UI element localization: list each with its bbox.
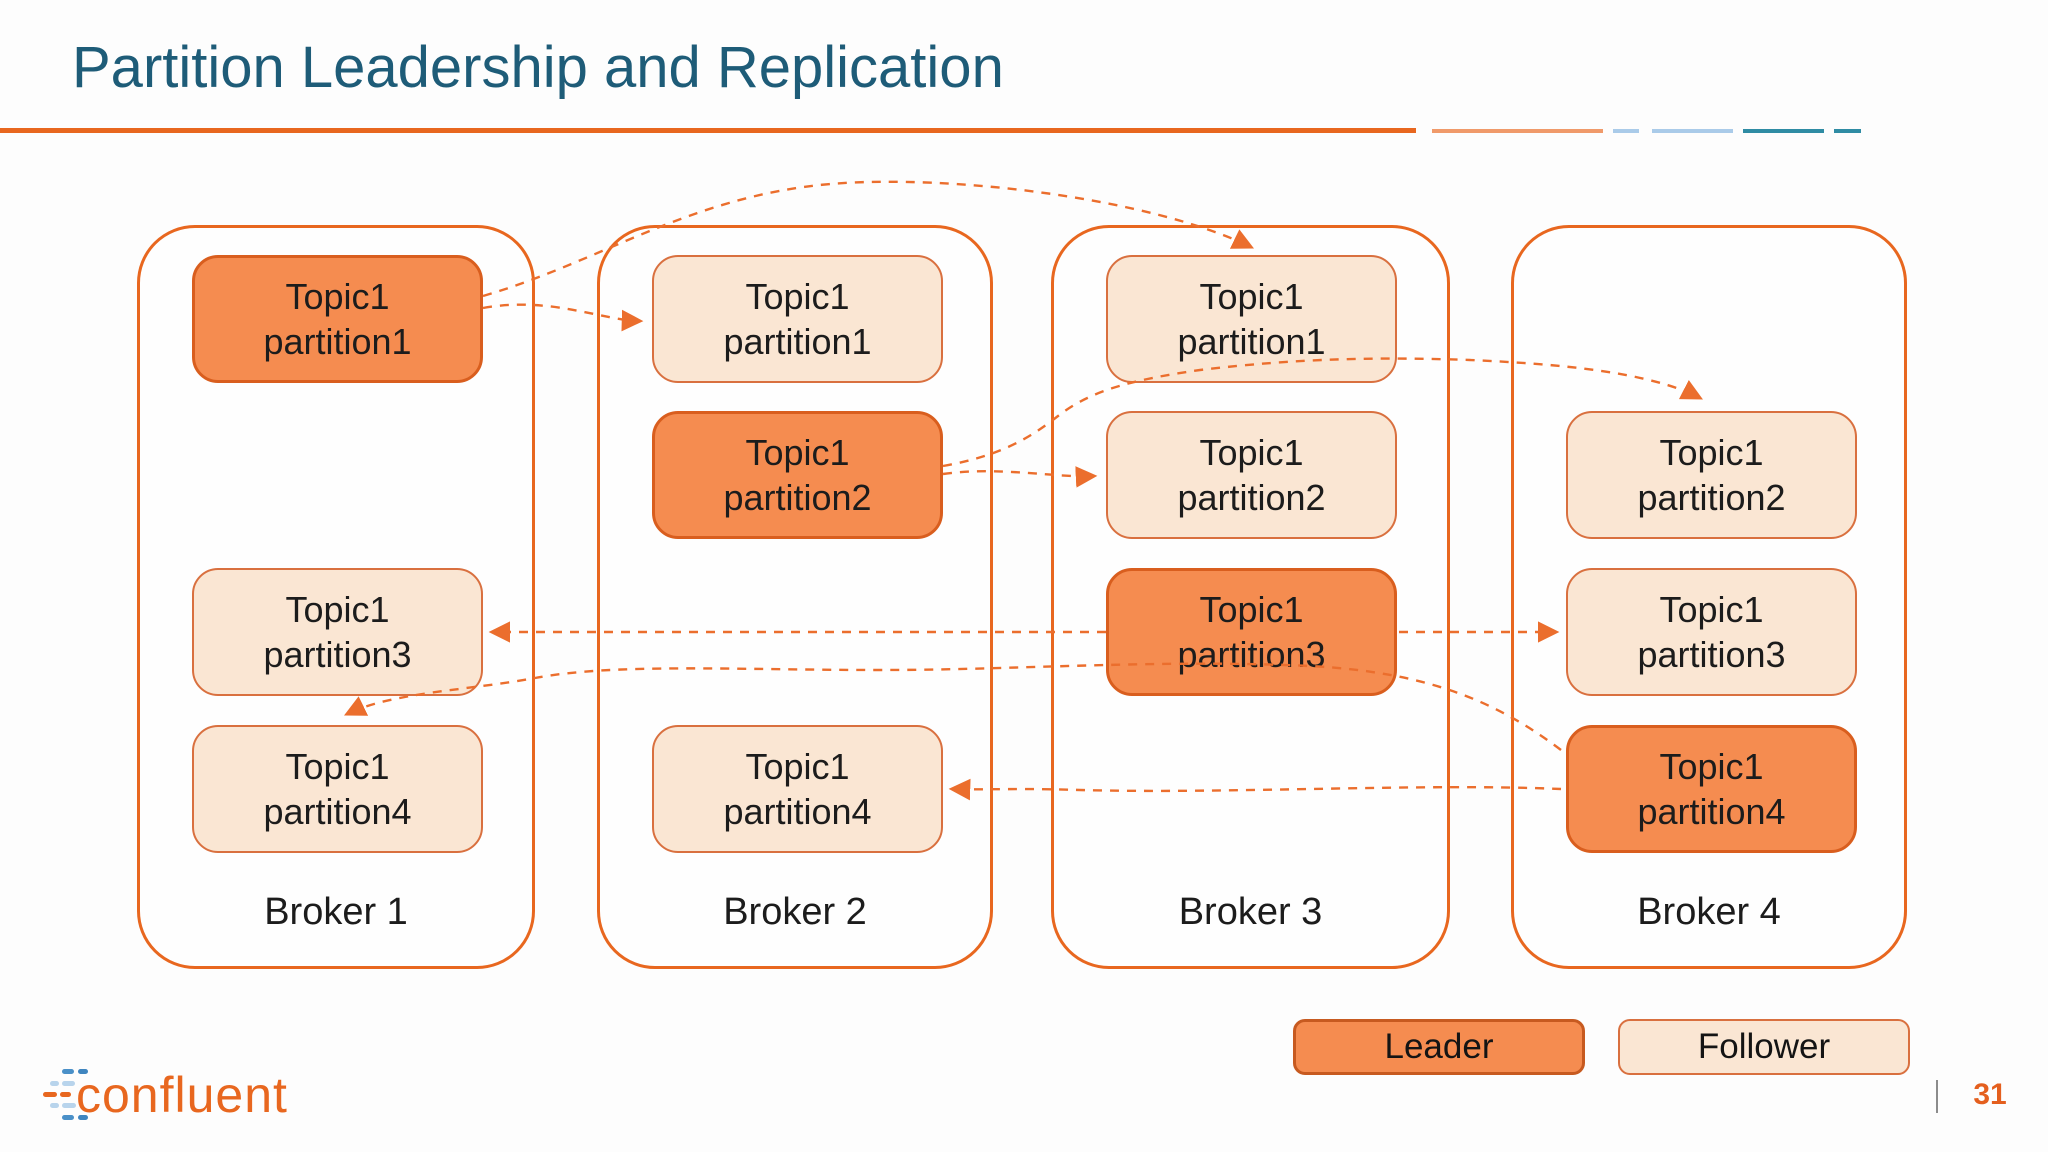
partition-topic: Topic1	[1659, 746, 1764, 787]
legend-follower-swatch: Follower	[1618, 1019, 1910, 1075]
logo-mark-dash	[62, 1081, 75, 1086]
partition-name: partition4	[1637, 791, 1786, 832]
partition-topic: Topic1	[1199, 276, 1304, 317]
underline-accent-blue-long	[1652, 129, 1733, 133]
partition-name: partition2	[723, 477, 872, 518]
partition-box-broker2-topic1-partition2-leader: Topic1 partition2	[652, 411, 943, 539]
partition-box-broker3-topic1-partition3-leader: Topic1 partition3	[1106, 568, 1397, 696]
partition-box-broker3-topic1-partition1-follower: Topic1 partition1	[1106, 255, 1397, 383]
partition-topic: Topic1	[745, 276, 850, 317]
underline-accent-blue-short	[1613, 129, 1639, 133]
partition-box-broker1-topic1-partition1-leader: Topic1 partition1	[192, 255, 483, 383]
logo-mark-dash	[50, 1103, 59, 1108]
partition-name: partition1	[723, 321, 872, 362]
confluent-logo-wordmark: confluent	[76, 1067, 288, 1123]
broker-1-label: Broker 1	[264, 891, 408, 933]
title-underline	[0, 128, 1416, 133]
page-number: 31	[1973, 1078, 2007, 1111]
logo-mark-dash	[62, 1115, 74, 1120]
partition-name: partition1	[263, 321, 412, 362]
page-number-separator	[1936, 1080, 1938, 1113]
partition-name: partition4	[263, 791, 412, 832]
logo-mark-dash	[60, 1092, 71, 1097]
partition-name: partition2	[1637, 477, 1786, 518]
underline-accent-teal-long	[1743, 129, 1824, 133]
partition-topic: Topic1	[1199, 589, 1304, 630]
partition-topic: Topic1	[745, 432, 850, 473]
legend-leader-label: Leader	[1384, 1027, 1494, 1066]
partition-topic: Topic1	[285, 276, 390, 317]
partition-topic: Topic1	[1199, 432, 1304, 473]
partition-topic: Topic1	[1659, 589, 1764, 630]
broker-3-label: Broker 3	[1178, 891, 1323, 933]
partition-box-broker2-topic1-partition4-follower: Topic1 partition4	[652, 725, 943, 853]
logo-mark-dash	[50, 1081, 59, 1086]
partition-name: partition3	[1177, 634, 1326, 675]
partition-box-broker4-topic1-partition4-leader: Topic1 partition4	[1566, 725, 1857, 853]
partition-box-broker1-topic1-partition4-follower: Topic1 partition4	[192, 725, 483, 853]
underline-accent-teal-short	[1834, 129, 1861, 133]
partition-topic: Topic1	[285, 589, 390, 630]
logo-mark-dash	[43, 1092, 57, 1097]
logo-mark-dash	[62, 1069, 74, 1074]
partition-name: partition3	[263, 634, 412, 675]
confluent-logo-mark	[43, 1062, 133, 1126]
broker-2-label: Broker 2	[723, 891, 867, 933]
partition-box-broker1-topic1-partition3-follower: Topic1 partition3	[192, 568, 483, 696]
partition-topic: Topic1	[285, 746, 390, 787]
underline-accent-light-orange	[1432, 129, 1603, 133]
partition-name: partition1	[1177, 321, 1326, 362]
page-title: Partition Leadership and Replication	[72, 35, 1004, 100]
partition-topic: Topic1	[1659, 432, 1764, 473]
partition-name: partition4	[723, 791, 872, 832]
partition-box-broker2-topic1-partition1-follower: Topic1 partition1	[652, 255, 943, 383]
partition-box-broker4-topic1-partition2-follower: Topic1 partition2	[1566, 411, 1857, 539]
partition-box-broker3-topic1-partition2-follower: Topic1 partition2	[1106, 411, 1397, 539]
partition-name: partition2	[1177, 477, 1326, 518]
legend-follower-label: Follower	[1697, 1027, 1831, 1066]
logo-mark-dash	[78, 1115, 88, 1120]
broker-4-label: Broker 4	[1637, 891, 1781, 933]
legend-leader-swatch: Leader	[1293, 1019, 1585, 1075]
logo-mark-dash	[62, 1103, 76, 1108]
partition-topic: Topic1	[745, 746, 850, 787]
partition-name: partition3	[1637, 634, 1786, 675]
partition-box-broker4-topic1-partition3-follower: Topic1 partition3	[1566, 568, 1857, 696]
logo-mark-dash	[78, 1069, 88, 1074]
